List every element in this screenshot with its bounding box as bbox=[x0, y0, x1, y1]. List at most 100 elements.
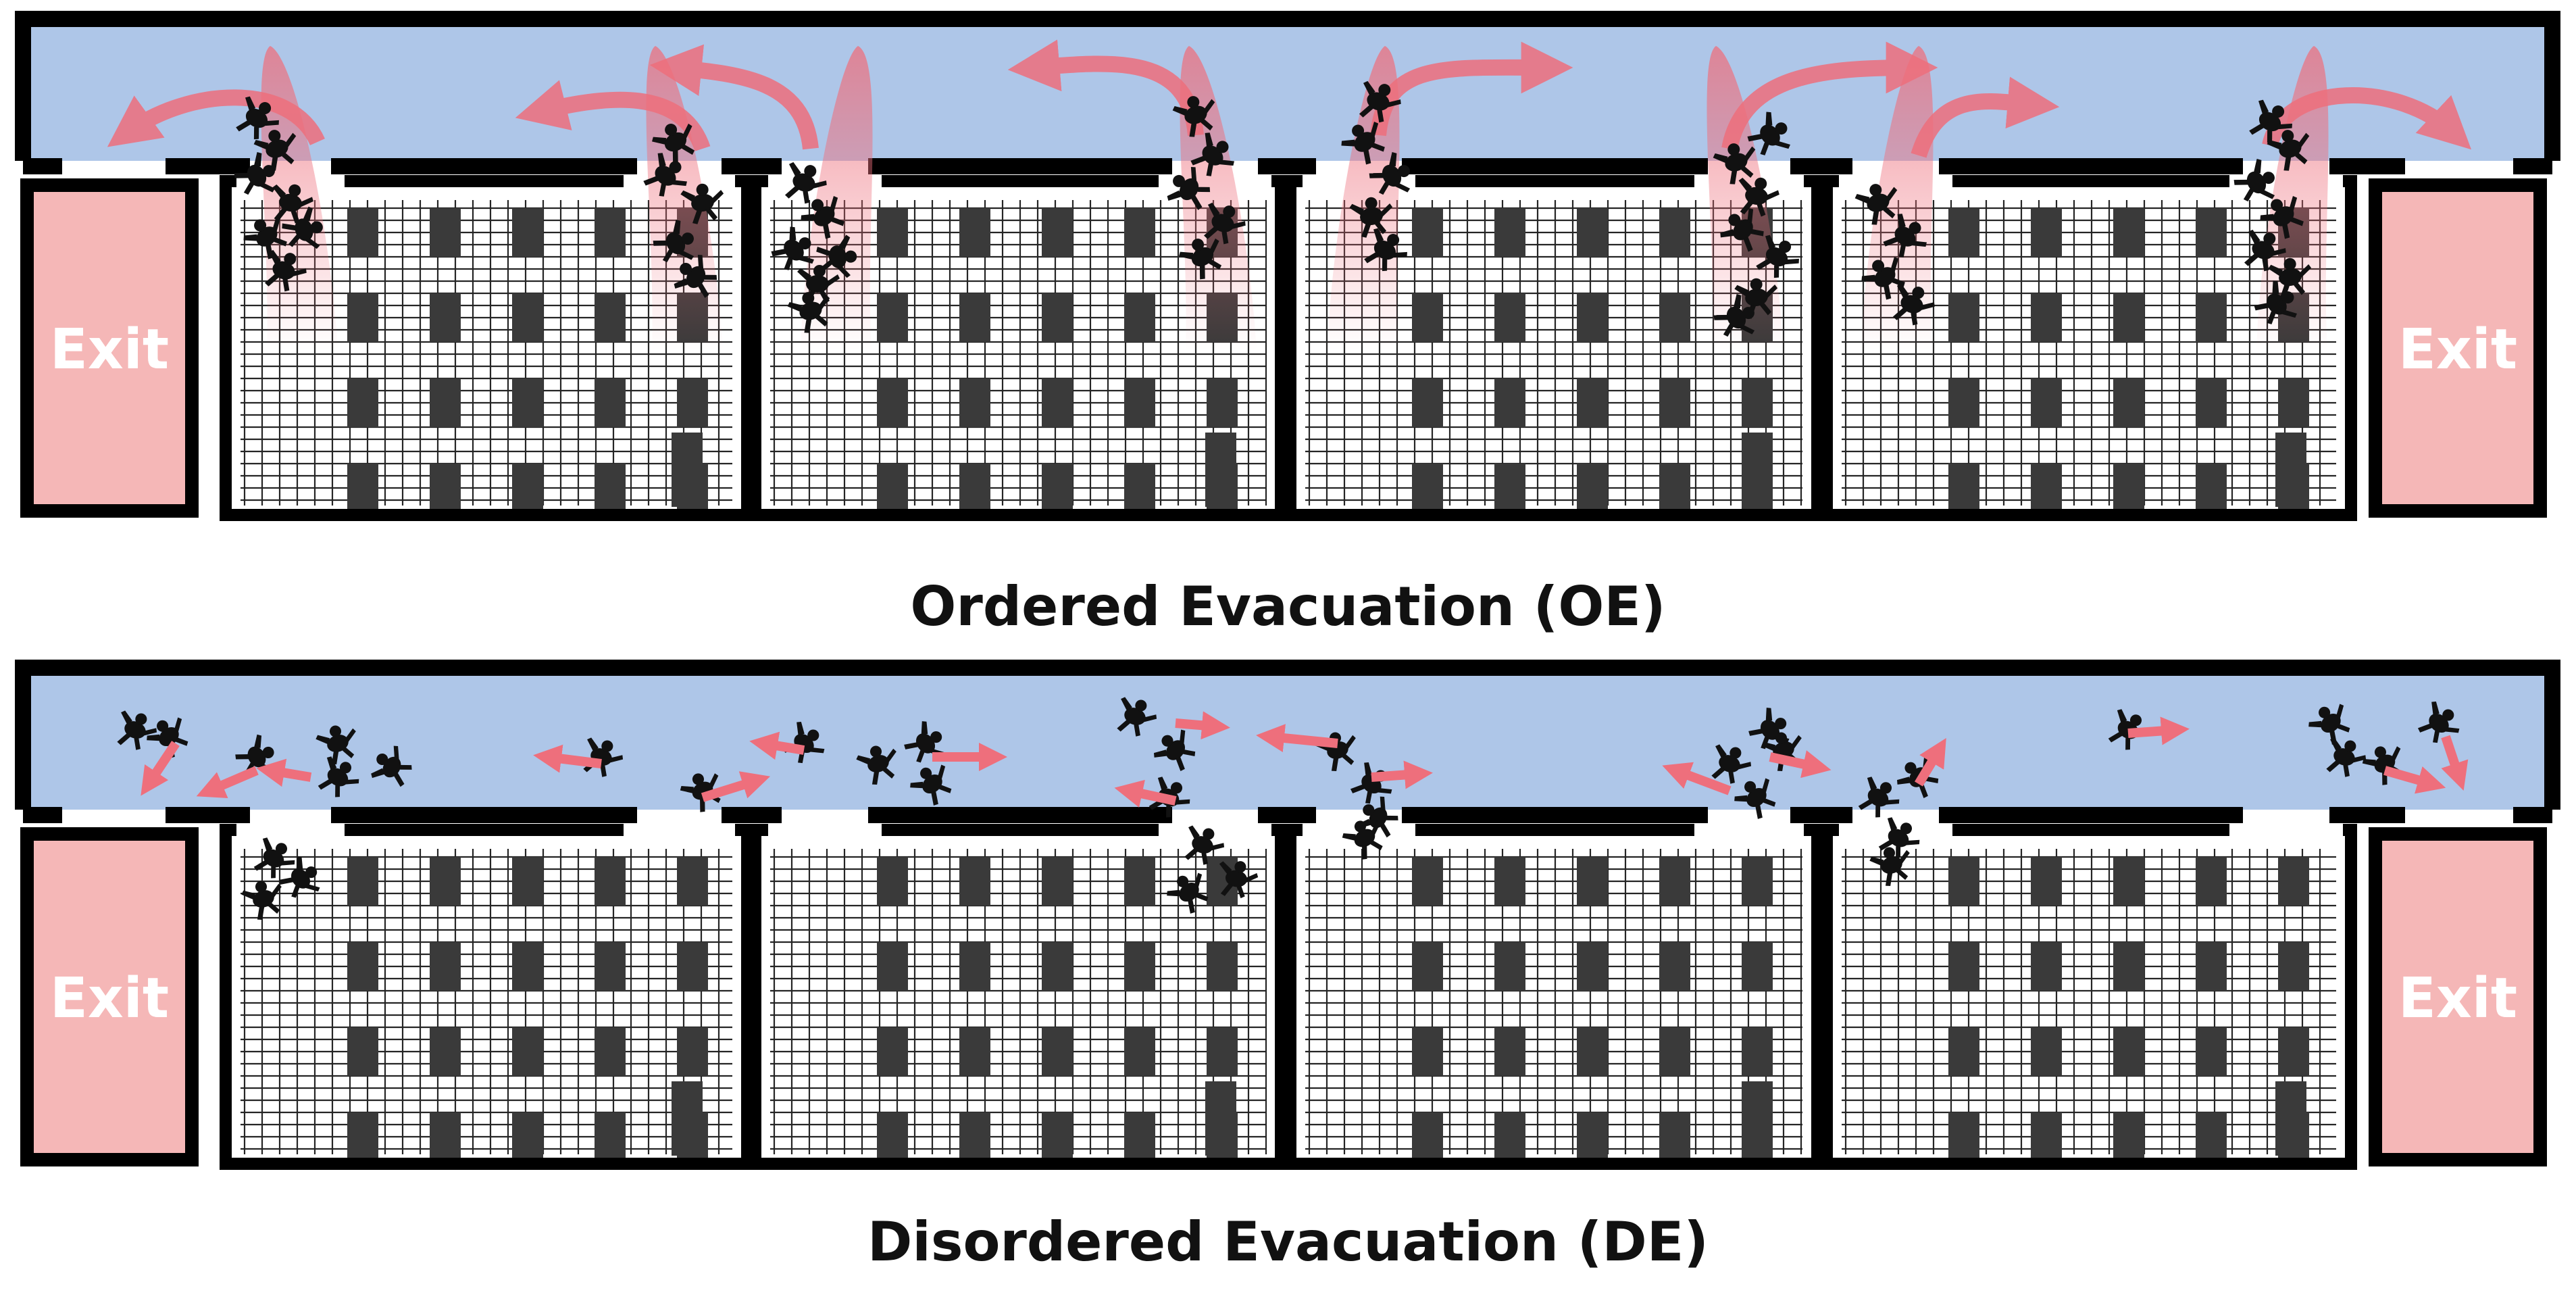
desk-block bbox=[595, 1027, 626, 1076]
desk-block bbox=[595, 378, 626, 427]
person-icon bbox=[2308, 704, 2350, 745]
desk-block bbox=[2196, 378, 2227, 427]
person-icon bbox=[1167, 872, 1209, 914]
direction-arrow-icon bbox=[1114, 779, 1177, 808]
outer-wall bbox=[15, 11, 2560, 161]
desk-block bbox=[877, 293, 908, 342]
desk-block bbox=[677, 942, 708, 991]
person-icon bbox=[1153, 729, 1196, 772]
desk-block bbox=[2113, 208, 2144, 257]
desk-block bbox=[1412, 378, 1443, 427]
desk-block bbox=[2196, 1027, 2227, 1076]
person-icon bbox=[1342, 820, 1383, 860]
desk-block bbox=[1124, 1112, 1155, 1161]
desk-block bbox=[2031, 208, 2062, 257]
exit-room-left: Exit bbox=[20, 178, 199, 518]
desk-block bbox=[1494, 378, 1525, 427]
desk-block bbox=[1948, 208, 1979, 257]
direction-arrow-icon bbox=[2383, 766, 2446, 794]
desk-block bbox=[959, 942, 990, 991]
disordered-evacuation-caption: Disordered Evacuation (DE) bbox=[867, 1210, 1709, 1273]
desk-block bbox=[1412, 1027, 1443, 1076]
person-icon bbox=[816, 235, 857, 278]
person-icon bbox=[1861, 256, 1905, 300]
room-walls bbox=[1284, 824, 1823, 1170]
desk-block bbox=[595, 942, 626, 991]
teacher-desk bbox=[1205, 1081, 1236, 1156]
desk-block bbox=[1207, 378, 1238, 427]
person-icon bbox=[787, 292, 830, 333]
room-walls bbox=[749, 824, 1287, 1170]
person-icon bbox=[1858, 777, 1900, 818]
desk-block bbox=[2113, 1112, 2144, 1161]
desk-block bbox=[347, 1027, 378, 1076]
desk-block bbox=[1042, 464, 1073, 512]
exit-label: Exit bbox=[50, 318, 169, 382]
flow-arrow-icon bbox=[515, 80, 711, 152]
person-icon bbox=[2267, 130, 2310, 171]
person-icon bbox=[117, 710, 157, 750]
person-icon bbox=[1179, 238, 1222, 280]
desk-block bbox=[1412, 942, 1443, 991]
ordered-evacuation-caption: Ordered Evacuation (OE) bbox=[910, 575, 1666, 638]
desk-block bbox=[347, 208, 378, 257]
desk-block bbox=[1042, 293, 1073, 342]
desk-block bbox=[2031, 1112, 2062, 1161]
desk-block bbox=[1042, 1112, 1073, 1161]
desk-block bbox=[512, 857, 543, 906]
person-icon bbox=[643, 153, 687, 197]
desk-block bbox=[595, 857, 626, 906]
person-icon bbox=[318, 756, 359, 797]
room-walls bbox=[749, 175, 1287, 521]
desk-block bbox=[1742, 942, 1773, 991]
person-icon bbox=[1892, 283, 1935, 326]
desk-block bbox=[512, 1027, 543, 1076]
desk-block bbox=[959, 464, 990, 512]
person-icon bbox=[1349, 197, 1393, 238]
desk-block bbox=[595, 1112, 626, 1161]
person-icon bbox=[1359, 80, 1401, 123]
desk-block bbox=[2113, 942, 2144, 991]
desk-block bbox=[512, 293, 543, 342]
desk-block bbox=[877, 1027, 908, 1076]
desk-block bbox=[1948, 378, 1979, 427]
person-icon bbox=[801, 195, 844, 239]
person-icon bbox=[1883, 214, 1927, 257]
desk-block bbox=[430, 293, 461, 342]
desk-block bbox=[1659, 1112, 1690, 1161]
desk-block bbox=[2196, 857, 2227, 906]
classroom-3 bbox=[1284, 824, 1823, 1170]
person-icon bbox=[253, 837, 295, 879]
flow-arrow-icon bbox=[1911, 76, 2060, 158]
person-icon bbox=[253, 130, 297, 171]
direction-arrow-icon bbox=[1175, 711, 1230, 740]
person-icon bbox=[1219, 861, 1259, 899]
person-icon bbox=[784, 162, 827, 204]
desk-block bbox=[877, 1112, 908, 1161]
corridor bbox=[23, 19, 2552, 161]
desk-block bbox=[1659, 1027, 1690, 1076]
desk-block bbox=[1577, 378, 1608, 427]
desk-block bbox=[512, 942, 543, 991]
desk-block bbox=[1659, 942, 1690, 991]
desk-block bbox=[1124, 1027, 1155, 1076]
person-icon bbox=[2417, 701, 2460, 743]
person-icon bbox=[1172, 96, 1215, 137]
desk-block bbox=[1494, 1027, 1525, 1076]
desk-block bbox=[512, 208, 543, 257]
person-icon bbox=[1854, 184, 1898, 225]
desk-block bbox=[2031, 378, 2062, 427]
desk-block bbox=[2113, 293, 2144, 342]
desk-block bbox=[1124, 464, 1155, 512]
room-walls bbox=[1284, 175, 1823, 521]
grid-lines bbox=[1305, 849, 1802, 1154]
desk-block bbox=[1412, 1112, 1443, 1161]
desk-block bbox=[1577, 942, 1608, 991]
direction-arrow-icon bbox=[256, 758, 312, 787]
direction-arrow-icon bbox=[701, 771, 771, 802]
person-icon bbox=[1713, 294, 1755, 337]
person-icon bbox=[856, 745, 896, 785]
direction-arrow-icon bbox=[1769, 750, 1832, 779]
desk-block bbox=[2278, 857, 2309, 906]
